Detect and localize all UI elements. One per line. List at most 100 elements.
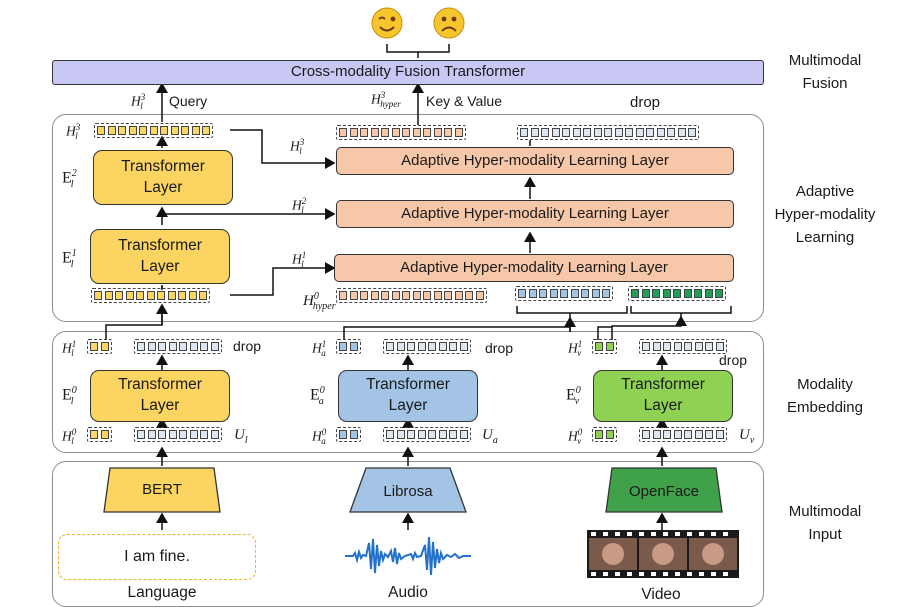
token: [423, 291, 431, 300]
side-label-fusion: Multimodal Fusion: [760, 49, 890, 95]
audio-waveform-icon: [345, 536, 471, 576]
token: [360, 128, 368, 137]
token: [520, 128, 528, 137]
side-label-input-line2: Input: [808, 526, 842, 543]
token: [635, 128, 644, 137]
token: [189, 342, 198, 351]
token-row-audio-hyper: [515, 286, 613, 301]
frown-emoji-icon: [433, 7, 465, 39]
video-drop-label: drop: [719, 352, 748, 368]
video-u-label: Uv: [739, 427, 755, 446]
token: [100, 430, 109, 439]
token: [97, 126, 105, 135]
token: [581, 289, 589, 298]
video-token-row-h1: [592, 339, 617, 354]
token: [417, 342, 426, 351]
token: [528, 289, 537, 298]
token: [149, 126, 158, 135]
token: [349, 342, 358, 351]
token: [652, 289, 660, 298]
token: [160, 126, 168, 135]
token: [339, 430, 347, 439]
token: [641, 289, 650, 298]
token-row-hyper3: [336, 125, 466, 140]
token: [705, 430, 713, 439]
token: [179, 342, 187, 351]
token: [454, 291, 463, 300]
token: [715, 430, 724, 439]
token: [210, 342, 219, 351]
token: [449, 342, 457, 351]
language-label: Language: [127, 584, 197, 601]
token: [158, 430, 166, 439]
ahl-layer-3: Adaptive Hyper-modality Learning Layer: [336, 147, 734, 175]
side-label-input: Multimodal Input: [760, 500, 890, 546]
token: [417, 430, 426, 439]
token: [593, 128, 602, 137]
token: [694, 430, 703, 439]
side-label-ahl: Adaptive Hyper-modality Learning: [760, 180, 890, 249]
side-label-embed: Modality Embedding: [760, 373, 890, 419]
token: [652, 342, 661, 351]
token: [642, 342, 650, 351]
token: [704, 289, 713, 298]
key-value-hyper3-label: H3hyper: [371, 90, 401, 110]
bert-label: BERT: [142, 481, 182, 498]
h1-l-arrow-label: H1l: [292, 250, 307, 270]
token: [147, 430, 156, 439]
token: [570, 289, 579, 298]
lang-h1-label: H1l: [62, 339, 77, 359]
token: [107, 126, 116, 135]
token: [604, 128, 612, 137]
cross-modality-fusion-transformer: Cross-modality Fusion Transformer: [52, 60, 764, 85]
token: [562, 128, 570, 137]
token: [191, 126, 200, 135]
video-frames-icon: [587, 530, 739, 578]
token: [656, 128, 665, 137]
token: [433, 128, 442, 137]
audio-drop-label: drop: [485, 340, 514, 356]
token: [391, 128, 400, 137]
token: [339, 128, 347, 137]
token: [396, 342, 405, 351]
token: [602, 289, 610, 298]
text-sample-box: I am fine.: [58, 534, 256, 580]
token: [454, 128, 463, 137]
token: [518, 289, 526, 298]
lang-u-label: Ul: [234, 427, 248, 446]
wink-emoji-icon: [371, 7, 403, 39]
token: [595, 342, 603, 351]
video-e0-label: E0v: [566, 385, 581, 407]
token: [412, 128, 421, 137]
token: [202, 126, 210, 135]
token: [595, 430, 603, 439]
token-row-hyper0: [336, 288, 487, 303]
token: [662, 289, 671, 298]
token: [178, 291, 186, 300]
token-row-hyper3-empty: [517, 125, 699, 140]
token: [90, 342, 98, 351]
audio-e0-label: E0a: [310, 385, 325, 407]
token: [715, 289, 723, 298]
token: [339, 342, 347, 351]
token: [170, 126, 179, 135]
key-value-label: Key & Value: [426, 93, 503, 109]
token: [381, 291, 389, 300]
token: [677, 128, 686, 137]
token: [673, 342, 682, 351]
lang-token-row-h1: [87, 339, 112, 354]
token: [125, 291, 134, 300]
token: [465, 291, 473, 300]
side-label-fusion-line1: Multimodal: [788, 52, 862, 69]
token: [541, 128, 549, 137]
token: [136, 291, 144, 300]
token: [188, 291, 197, 300]
h3-l-arrow-label: H3l: [290, 137, 305, 157]
token: [168, 342, 177, 351]
token-row-h3-l: [94, 123, 213, 138]
token: [168, 430, 177, 439]
lang-token-row-h0: [87, 427, 112, 442]
token: [386, 430, 394, 439]
